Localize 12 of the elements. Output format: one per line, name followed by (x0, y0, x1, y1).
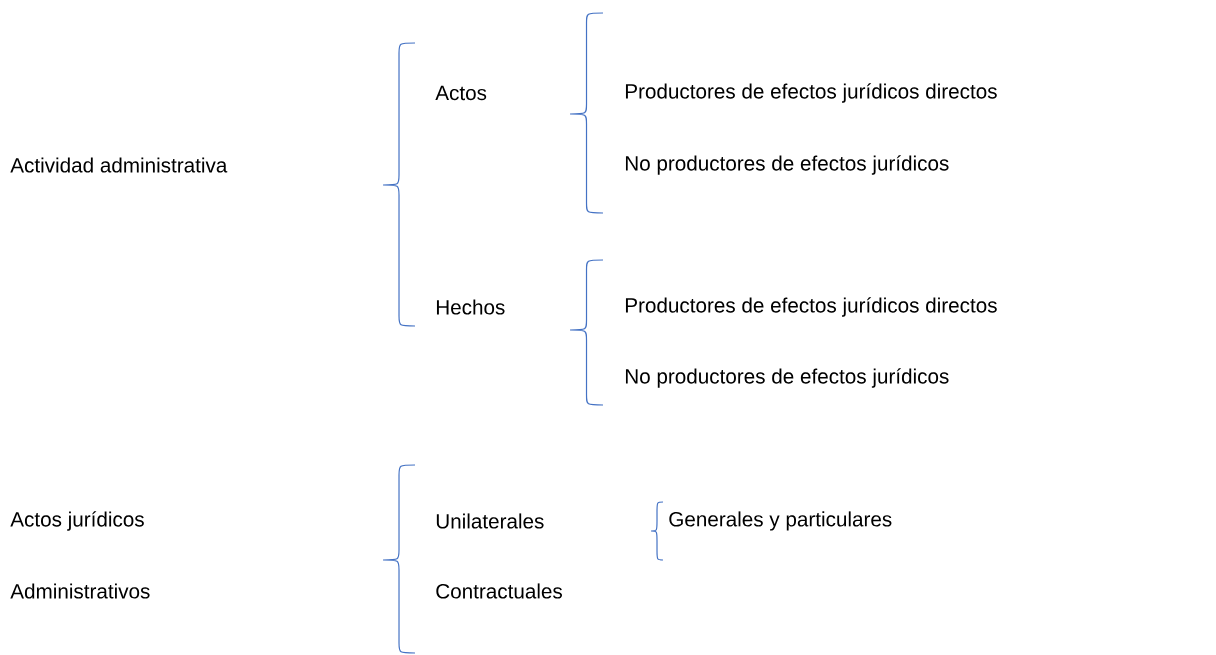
category-label: Administrativos (10, 583, 150, 599)
category-label: Actos (435, 85, 487, 101)
category-label: Unilaterales (436, 513, 544, 529)
category-label: Actividad administrativa (10, 157, 228, 173)
category-label: Productores de efectos jurídicos directos (625, 83, 997, 103)
category-label: Hechos (436, 299, 505, 315)
category-label: Generales y particulares (669, 511, 892, 531)
category-label: Productores de efectos jurídicos directos (625, 297, 997, 317)
category-label: Actos jurídicos (10, 511, 144, 531)
category-label: Contractuales (436, 583, 562, 599)
category-label: No productores de efectos jurídicos (625, 155, 949, 175)
category-label: No productores de efectos jurídicos (625, 368, 949, 388)
